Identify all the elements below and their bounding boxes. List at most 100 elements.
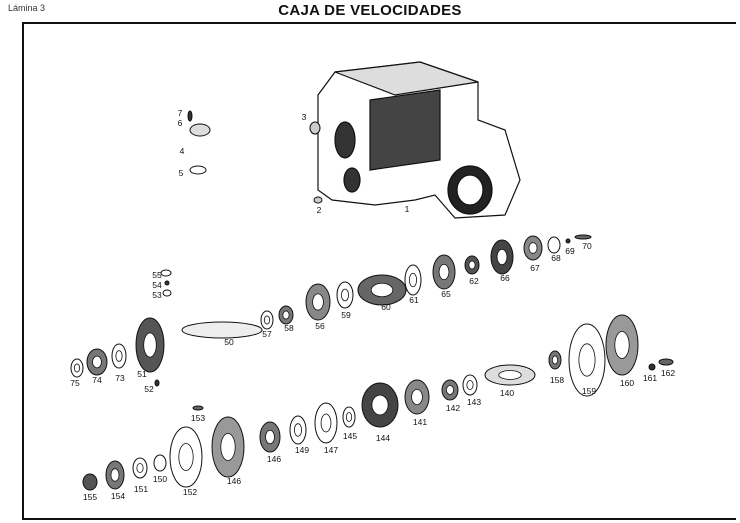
- page-title: CAJA DE VELOCIDADES: [278, 2, 462, 19]
- part-label-51: 51: [137, 369, 147, 379]
- part-label-4: 4: [180, 146, 185, 156]
- ring-59-bore: [340, 288, 349, 302]
- part-label-151: 151: [134, 484, 148, 494]
- part-label-162: 162: [661, 368, 675, 378]
- ring-73-bore: [115, 350, 123, 362]
- part-55-drawing: [160, 269, 172, 277]
- gearbox-housing: [317, 61, 521, 219]
- snap-ring-147-bore: [320, 413, 332, 433]
- bearing-146-bore: [265, 429, 275, 445]
- bearing-58-bore: [282, 310, 290, 320]
- bearing-67-bore: [528, 242, 538, 254]
- part-label-60: 60: [381, 302, 391, 312]
- part-label-150: 150: [153, 474, 167, 484]
- part-label-7: 7: [178, 108, 183, 118]
- part-label-58: 58: [284, 323, 294, 333]
- gear-51-bore: [143, 332, 157, 358]
- ring-150-drawing: [153, 454, 167, 472]
- ring-149-bore: [293, 423, 302, 437]
- part-label-50: 50: [224, 337, 234, 347]
- washer-68-drawing: [547, 236, 561, 254]
- plate-number: Lámina 3: [8, 3, 46, 13]
- part-number-labels: 1234567505152535455565758596061626566676…: [70, 108, 675, 502]
- part-label-141: 141: [413, 417, 427, 427]
- part-label-75: 75: [70, 378, 80, 388]
- part-label-154: 154: [111, 491, 125, 501]
- part-label-1: 1: [405, 204, 410, 214]
- cover-4-drawing: [189, 123, 211, 137]
- synchro-141-bore: [411, 388, 423, 406]
- gear-65-bore: [438, 263, 450, 281]
- part-label-158: 158: [550, 375, 564, 385]
- part-label-59: 59: [341, 310, 351, 320]
- bolt-153-drawing: [192, 405, 204, 411]
- bolt-162-drawing: [658, 358, 674, 366]
- part-label-142: 142: [446, 403, 460, 413]
- part-label-53: 53: [152, 290, 162, 300]
- plug-2-drawing: [313, 196, 323, 204]
- shaft-140-bore: [498, 370, 522, 380]
- washer-69-drawing: [565, 238, 571, 244]
- part-label-73: 73: [115, 373, 125, 383]
- part-label-152: 152: [183, 487, 197, 497]
- gear-66-bore: [496, 248, 508, 266]
- gear-144-bore: [371, 394, 389, 416]
- bearing-142-bore: [445, 385, 454, 395]
- part-label-2: 2: [317, 205, 322, 215]
- part-label-61: 61: [409, 295, 419, 305]
- plug-3-drawing: [309, 121, 321, 135]
- gasket-159-bore: [578, 343, 596, 377]
- bolt-7-drawing: [187, 110, 193, 122]
- synchro-56-bore: [312, 293, 324, 311]
- part-label-145: 145: [343, 431, 357, 441]
- ring-143-bore: [466, 380, 474, 390]
- part-label-161: 161: [643, 373, 657, 383]
- part-label-5: 5: [179, 168, 184, 178]
- nut-155-drawing: [82, 473, 98, 491]
- part-label-146: 146: [267, 454, 281, 464]
- part-label-153: 153: [191, 413, 205, 423]
- part-label-66: 66: [500, 273, 510, 283]
- gasket-152-bore: [178, 443, 194, 471]
- bearing-62-bore: [468, 260, 476, 270]
- flange-154-bore: [110, 468, 120, 482]
- plug-52-drawing: [154, 379, 160, 387]
- part-label-146: 146: [227, 476, 241, 486]
- part-label-6: 6: [178, 118, 183, 128]
- ring-57-bore: [263, 315, 271, 325]
- ring-151-bore: [136, 463, 144, 473]
- part-label-149: 149: [295, 445, 309, 455]
- bearing-158-bore: [551, 355, 559, 365]
- part-label-160: 160: [620, 378, 634, 388]
- washer-5-drawing: [189, 165, 207, 175]
- bolt-70-drawing: [574, 234, 592, 240]
- part-label-159: 159: [582, 386, 596, 396]
- part-label-147: 147: [324, 445, 338, 455]
- part-label-52: 52: [144, 384, 154, 394]
- diagram-frame: [22, 22, 736, 520]
- cover-146-bore: [220, 433, 236, 461]
- part-label-74: 74: [92, 375, 102, 385]
- sleeve-60-bore: [370, 282, 394, 298]
- part-label-70: 70: [582, 241, 592, 251]
- part-54-drawing: [164, 280, 170, 286]
- part-53-drawing: [162, 289, 172, 297]
- part-label-140: 140: [500, 388, 514, 398]
- part-label-69: 69: [565, 246, 575, 256]
- ring-75-bore: [73, 363, 81, 373]
- part-label-56: 56: [315, 321, 325, 331]
- bearing-74-bore: [92, 355, 102, 369]
- part-label-68: 68: [551, 253, 561, 263]
- part-label-62: 62: [469, 276, 479, 286]
- washer-161-drawing: [648, 363, 656, 371]
- shaft-50-drawing: [181, 321, 263, 339]
- part-label-67: 67: [530, 263, 540, 273]
- part-label-55: 55: [152, 270, 162, 280]
- part-label-57: 57: [262, 329, 272, 339]
- part-label-144: 144: [376, 433, 390, 443]
- part-label-54: 54: [152, 280, 162, 290]
- snap-ring-61-bore: [408, 272, 417, 288]
- ring-145-bore: [345, 412, 353, 422]
- part-label-65: 65: [441, 289, 451, 299]
